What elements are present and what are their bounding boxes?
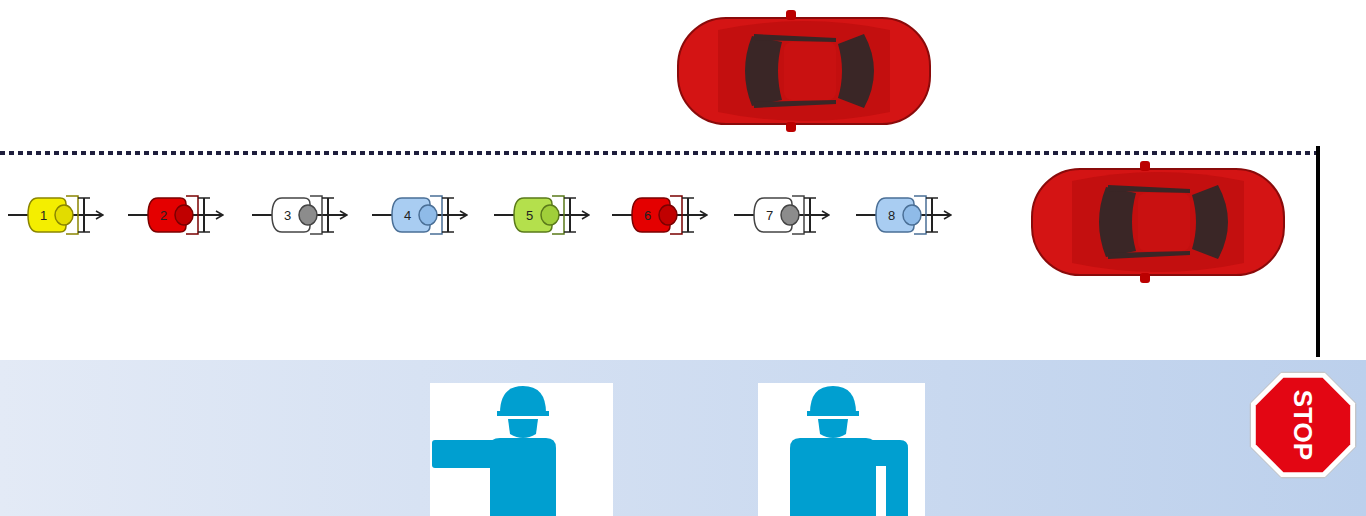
cyclist: 1 [8, 192, 104, 238]
cyclist: 8 [856, 192, 952, 238]
cyclist: 3 [252, 192, 348, 238]
cyclist-number: 8 [888, 209, 895, 222]
cyclist-symbol [8, 192, 104, 238]
cyclist-number: 5 [526, 209, 533, 222]
cyclist-symbol [128, 192, 224, 238]
stop-text: STOP [1290, 390, 1316, 460]
cyclist: 4 [372, 192, 468, 238]
cyclist-symbol [494, 192, 590, 238]
cyclist-number: 4 [404, 209, 411, 222]
cyclist-symbol [372, 192, 468, 238]
cyclist-number: 1 [40, 209, 47, 222]
cyclist: 5 [494, 192, 590, 238]
lane-line [0, 151, 1316, 155]
hand-signal-icon [758, 383, 925, 516]
hand-signal-icon [430, 383, 613, 516]
cyclist: 2 [128, 192, 224, 238]
cyclist-symbol [856, 192, 952, 238]
cyclist-symbol [612, 192, 708, 238]
cyclist-number: 6 [644, 209, 651, 222]
stop-line [1316, 146, 1320, 357]
cyclist-number: 3 [284, 209, 291, 222]
car [678, 10, 930, 132]
car [1032, 161, 1284, 283]
cyclist-symbol [252, 192, 348, 238]
cyclist-number: 2 [160, 209, 167, 222]
signal-band [0, 360, 1366, 516]
stop-sign: STOP [1244, 366, 1362, 484]
cyclist: 7 [734, 192, 830, 238]
cyclist: 6 [612, 192, 708, 238]
cyclist-symbol [734, 192, 830, 238]
cyclist-number: 7 [766, 209, 773, 222]
